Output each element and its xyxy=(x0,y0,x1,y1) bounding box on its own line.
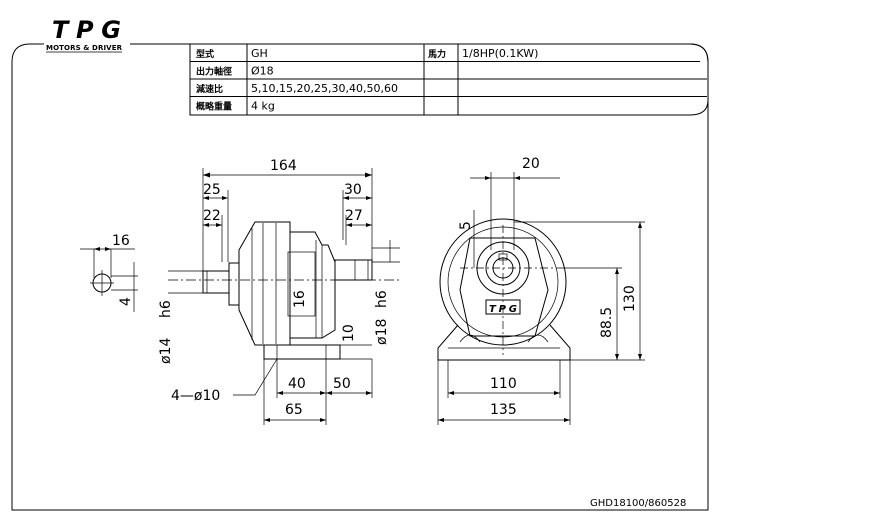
dim-right-shaft-fit: h6 xyxy=(374,290,390,308)
spec-table: 型式 GH 馬力 1/8HP(0.1KW) 出力軸徑 Ø18 減速比 5,10,… xyxy=(189,43,709,116)
spec-value-power: 1/8HP(0.1KW) xyxy=(462,47,538,60)
front-view: 20 5 TPG 130 88.5 xyxy=(437,156,645,425)
logo-subtitle: MOTORS & DRIVER xyxy=(46,44,123,52)
side-view: 164 25 22 30 27 16 xyxy=(158,158,400,425)
drawing-border xyxy=(11,43,709,511)
tpg-logo: TPG MOTORS & DRIVER xyxy=(46,16,126,53)
dim-left-shaft-dia: ø14 xyxy=(158,338,174,364)
spec-value-model: GH xyxy=(251,47,268,60)
spec-value-ratio: 5,10,15,20,25,30,40,50,60 xyxy=(251,82,398,95)
spec-label-ratio: 減速比 xyxy=(196,83,223,95)
dim-key-width: 16 xyxy=(112,233,130,249)
dim-front-center-height: 88.5 xyxy=(599,307,615,338)
spec-label-power: 馬力 xyxy=(427,48,446,60)
dim-base-length: 65 xyxy=(285,402,303,418)
dim-shaft-right-a: 30 xyxy=(344,182,362,198)
front-base xyxy=(437,324,571,361)
dim-base-height: 10 xyxy=(341,324,357,342)
dim-right-shaft-dia: ø18 xyxy=(374,319,390,345)
drawing-number: GHD18100/860528 xyxy=(590,498,686,509)
dim-front-top-offset: 20 xyxy=(522,156,540,172)
side-base xyxy=(263,344,341,360)
dim-front-base-inner: 110 xyxy=(490,376,517,392)
nameplate-logo: TPG xyxy=(489,304,517,315)
dim-front-key: 5 xyxy=(458,221,474,230)
dim-front-total-height: 130 xyxy=(622,285,638,312)
dim-shaft-left-b: 22 xyxy=(203,208,221,224)
dim-flange-inner: 16 xyxy=(292,290,308,308)
dim-base-spacing: 40 xyxy=(288,376,306,392)
front-nameplate xyxy=(485,299,521,315)
spec-label-weight: 概略重量 xyxy=(196,101,232,113)
dim-overall-length: 164 xyxy=(270,158,297,174)
key-detail: 16 4 xyxy=(80,233,138,312)
dim-mount-holes: 4—ø10 xyxy=(171,388,220,404)
dim-front-base-width: 135 xyxy=(490,402,517,418)
logo-text: TPG xyxy=(52,16,124,44)
spec-value-weight: 4 kg xyxy=(251,100,275,113)
dim-base-offset: 50 xyxy=(333,376,351,392)
dim-left-shaft-fit: h6 xyxy=(158,300,174,318)
dim-shaft-right-b: 27 xyxy=(345,208,363,224)
spec-label-model: 型式 xyxy=(196,48,214,60)
motor-body xyxy=(238,221,291,346)
dim-shaft-left-a: 25 xyxy=(203,182,221,198)
spec-label-shaft: 出力軸徑 xyxy=(196,66,232,78)
dim-key-depth: 4 xyxy=(118,297,134,306)
spec-value-shaft: Ø18 xyxy=(251,65,274,78)
